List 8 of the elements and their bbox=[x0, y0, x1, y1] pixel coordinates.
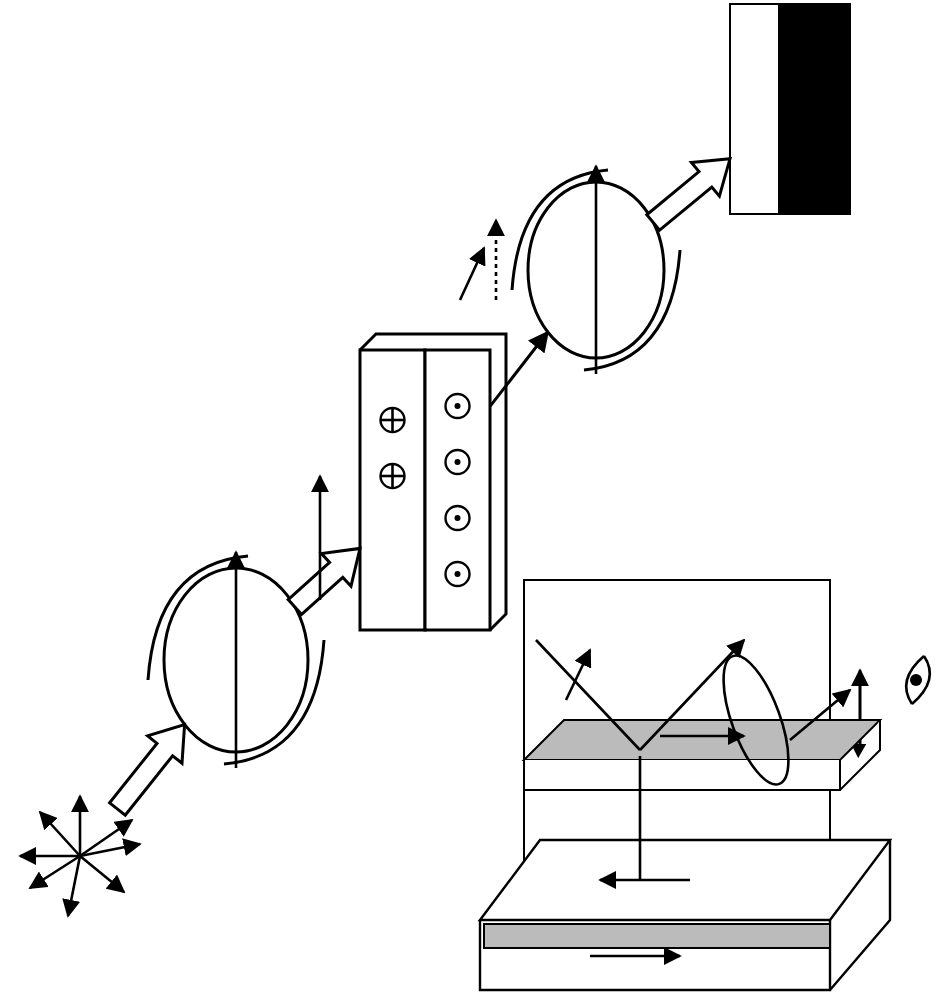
beam-arrow bbox=[107, 722, 187, 818]
beam-arrow bbox=[644, 157, 733, 233]
light-source-drawing bbox=[18, 794, 142, 918]
screen-drawing bbox=[729, 3, 851, 215]
arrow bbox=[488, 330, 550, 408]
polarizer-drawing bbox=[510, 164, 682, 374]
beam-arrow bbox=[286, 546, 362, 617]
polarizer-drawing bbox=[146, 550, 326, 768]
